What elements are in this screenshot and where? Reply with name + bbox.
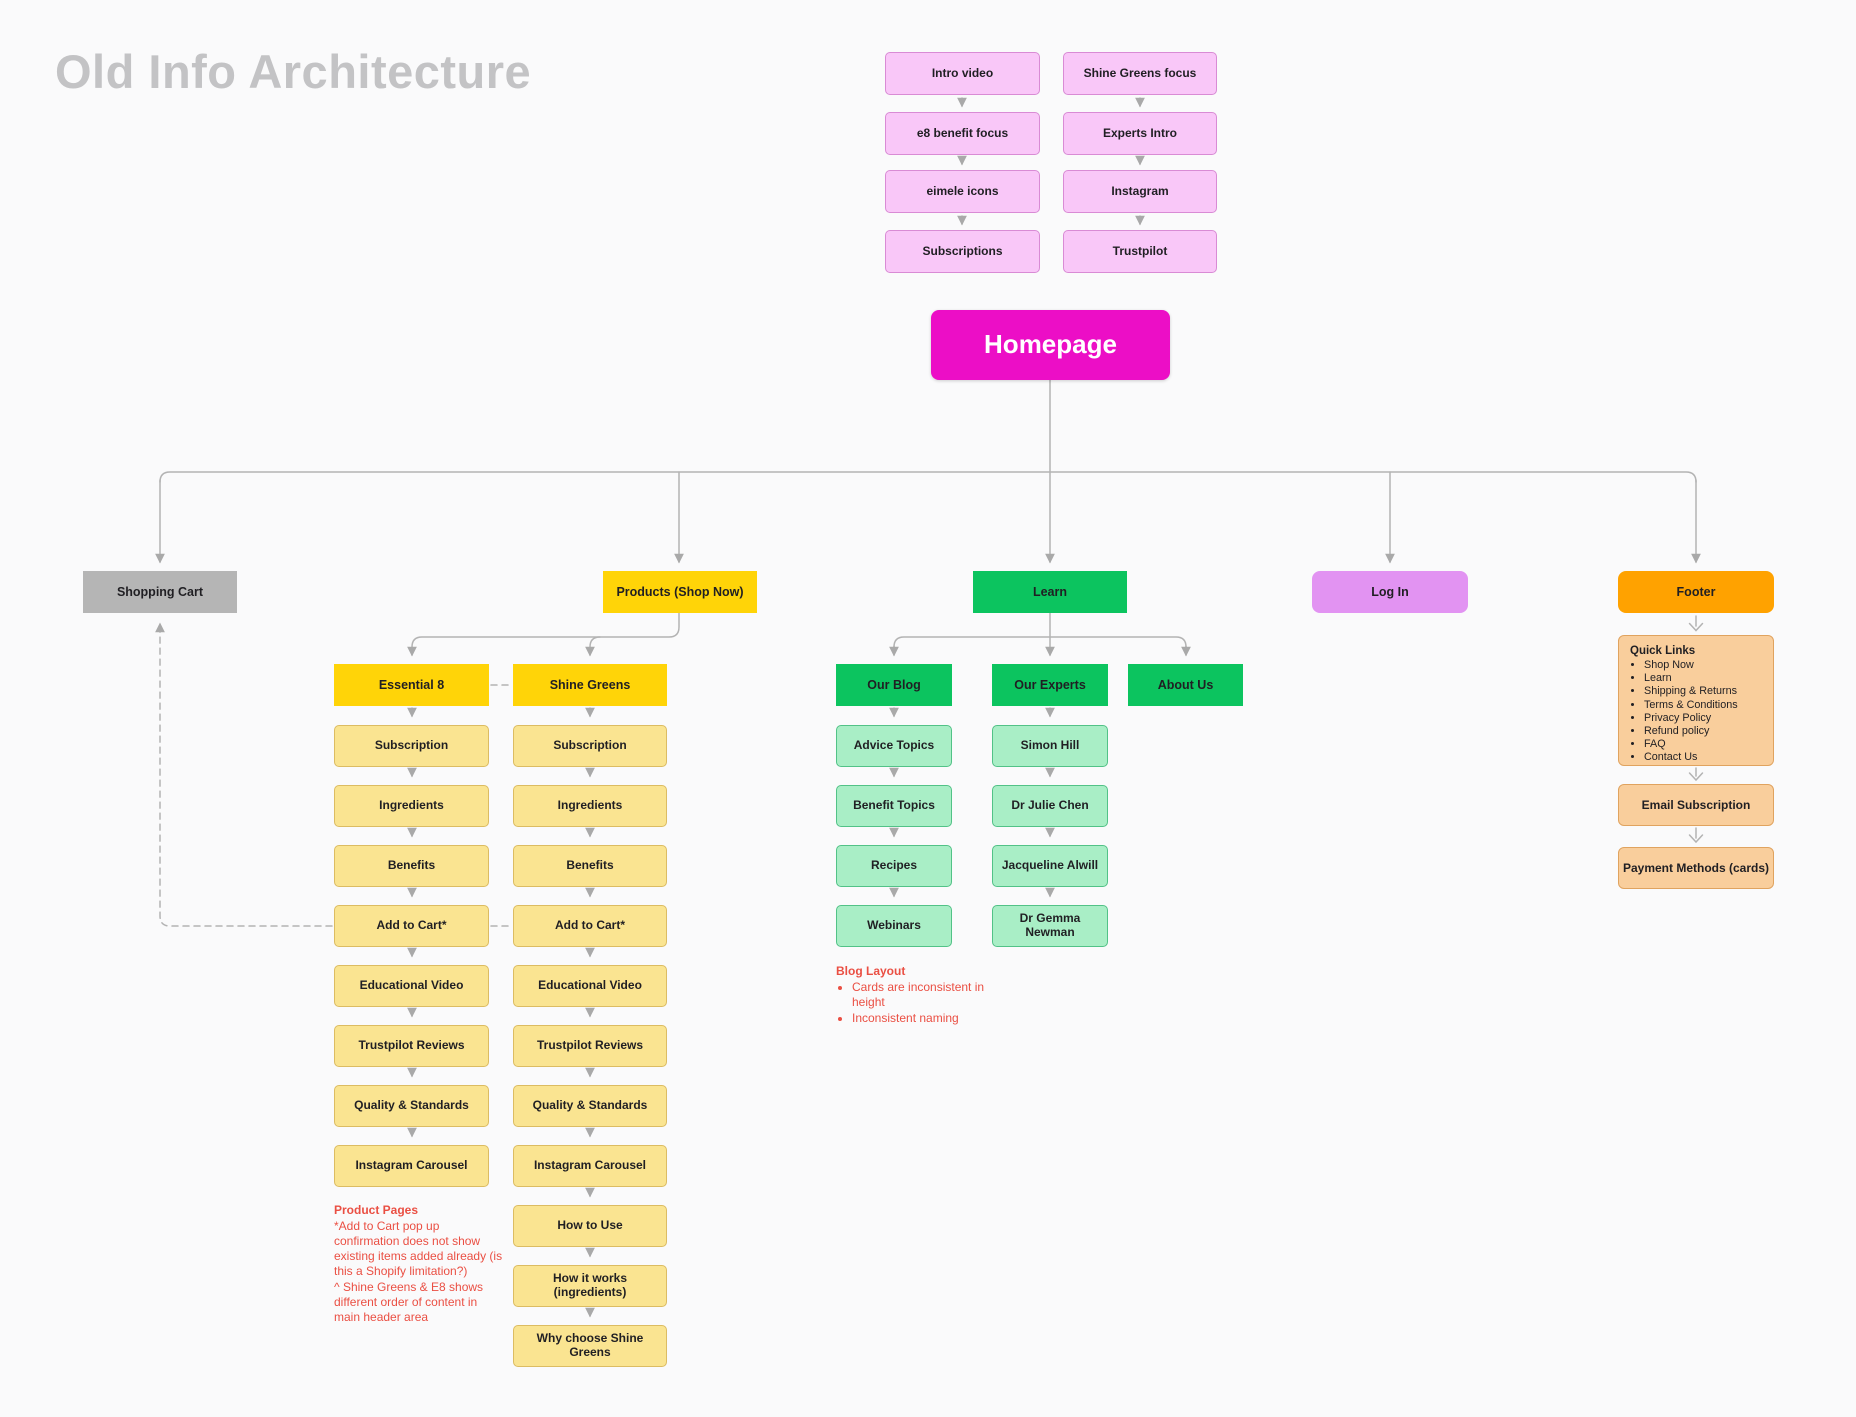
node-our-blog: Our Blog (836, 664, 952, 706)
node-sg-add-to-cart: Add to Cart* (513, 905, 667, 947)
node-e8-subscription: Subscription (334, 725, 489, 767)
node-simon-hill: Simon Hill (992, 725, 1108, 767)
quick-link-learn: Learn (1644, 672, 1767, 685)
blog-layout-note: Blog Layout Cards are inconsistent in he… (836, 964, 994, 1027)
node-advice-topics: Advice Topics (836, 725, 952, 767)
blog-layout-note-title: Blog Layout (836, 964, 906, 978)
node-benefit-topics: Benefit Topics (836, 785, 952, 827)
node-sg-ingredients: Ingredients (513, 785, 667, 827)
node-dr-gemma-newman: Dr Gemma Newman (992, 905, 1108, 947)
node-sg-benefits: Benefits (513, 845, 667, 887)
node-e8-benefit-focus: e8 benefit focus (885, 112, 1040, 155)
quick-link-shipping-returns: Shipping & Returns (1644, 685, 1767, 698)
node-sg-why-choose: Why choose Shine Greens (513, 1325, 667, 1367)
page-title: Old Info Architecture (55, 45, 532, 98)
node-webinars: Webinars (836, 905, 952, 947)
quick-link-faq: FAQ (1644, 738, 1767, 751)
node-sg-instagram-carousel: Instagram Carousel (513, 1145, 667, 1187)
node-e8-quality-standards: Quality & Standards (334, 1085, 489, 1127)
node-dr-julie-chen: Dr Julie Chen (992, 785, 1108, 827)
node-essential-8: Essential 8 (334, 664, 489, 706)
node-shine-greens: Shine Greens (513, 664, 667, 706)
node-intro-video: Intro video (885, 52, 1040, 95)
blog-layout-note-item: Cards are inconsistent in height (852, 980, 994, 1010)
node-subscriptions: Subscriptions (885, 230, 1040, 273)
node-sg-how-it-works: How it works (ingredients) (513, 1265, 667, 1307)
node-payment-methods: Payment Methods (cards) (1618, 847, 1774, 889)
quick-link-refund-policy: Refund policy (1644, 725, 1767, 738)
node-homepage: Homepage (931, 310, 1170, 380)
quick-links-list: Shop Now Learn Shipping & Returns Terms … (1644, 659, 1767, 765)
product-pages-note-title: Product Pages (334, 1203, 419, 1217)
node-experts-intro: Experts Intro (1063, 112, 1217, 155)
node-e8-educational-video: Educational Video (334, 965, 489, 1007)
quick-link-terms-conditions: Terms & Conditions (1644, 699, 1767, 712)
node-jacqueline-alwill: Jacqueline Alwill (992, 845, 1108, 887)
node-footer: Footer (1618, 571, 1774, 613)
blog-layout-note-item: Inconsistent naming (852, 1011, 994, 1026)
product-pages-note: Product Pages *Add to Cart pop up confir… (334, 1203, 506, 1325)
node-e8-benefits: Benefits (334, 845, 489, 887)
quick-links-title: Quick Links (1630, 645, 1696, 657)
node-eimele-icons: eimele icons (885, 170, 1040, 213)
node-trustpilot: Trustpilot (1063, 230, 1217, 273)
node-e8-instagram-carousel: Instagram Carousel (334, 1145, 489, 1187)
node-login: Log In (1312, 571, 1468, 613)
node-sg-trustpilot-reviews: Trustpilot Reviews (513, 1025, 667, 1067)
quick-link-privacy-policy: Privacy Policy (1644, 712, 1767, 725)
node-instagram: Instagram (1063, 170, 1217, 213)
node-email-subscription: Email Subscription (1618, 784, 1774, 826)
node-sg-how-to-use: How to Use (513, 1205, 667, 1247)
node-sg-quality-standards: Quality & Standards (513, 1085, 667, 1127)
product-pages-note-body: *Add to Cart pop up confirmation does no… (334, 1219, 503, 1324)
node-recipes: Recipes (836, 845, 952, 887)
node-sg-subscription: Subscription (513, 725, 667, 767)
node-e8-trustpilot-reviews: Trustpilot Reviews (334, 1025, 489, 1067)
node-sg-educational-video: Educational Video (513, 965, 667, 1007)
node-products: Products (Shop Now) (603, 571, 757, 613)
node-learn: Learn (973, 571, 1127, 613)
node-e8-ingredients: Ingredients (334, 785, 489, 827)
node-shine-greens-focus: Shine Greens focus (1063, 52, 1217, 95)
node-our-experts: Our Experts (992, 664, 1108, 706)
node-shopping-cart: Shopping Cart (83, 571, 237, 613)
quick-link-shop-now: Shop Now (1644, 659, 1767, 672)
blog-layout-note-list: Cards are inconsistent in height Inconsi… (852, 980, 994, 1026)
quick-links-box: Quick Links Shop Now Learn Shipping & Re… (1618, 635, 1774, 766)
node-about-us: About Us (1128, 664, 1243, 706)
node-e8-add-to-cart: Add to Cart* (334, 905, 489, 947)
quick-link-contact-us: Contact Us (1644, 751, 1767, 764)
